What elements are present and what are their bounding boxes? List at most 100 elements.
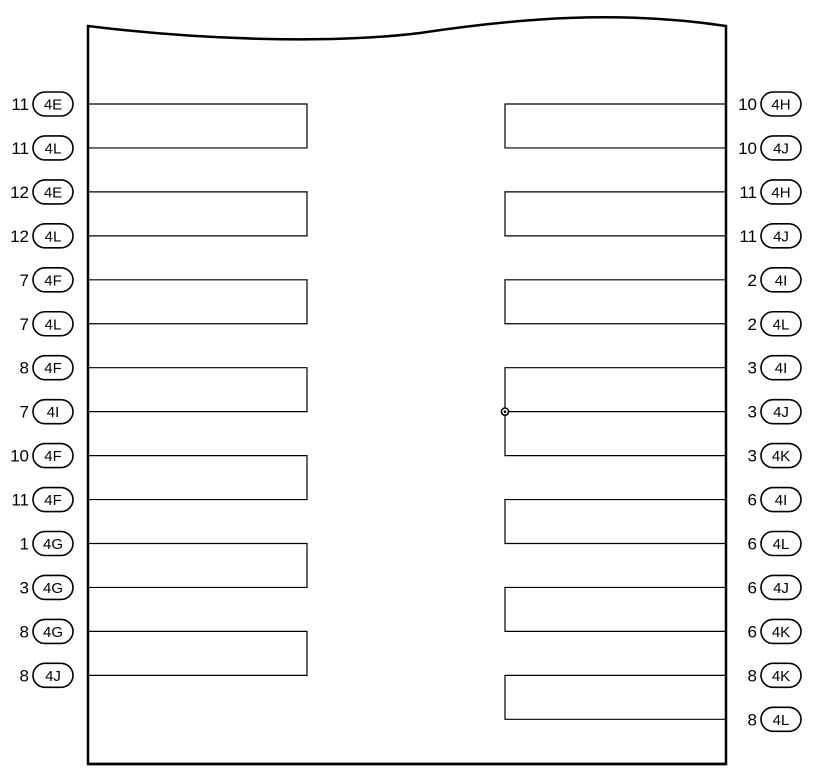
left-wire-loop [88, 367, 308, 413]
left-pin-label: 11 4L [11, 135, 74, 161]
pin-number: 8 [20, 359, 29, 378]
pin-number: 2 [748, 271, 757, 290]
connector-badge [32, 618, 74, 645]
wire-layer [88, 103, 726, 720]
frame-outline [86, 15, 728, 766]
pin-number: 11 [739, 227, 757, 246]
right-pin-label: 10 4J [738, 135, 802, 161]
connector-badge [760, 266, 802, 293]
pin-number: 8 [20, 622, 29, 641]
right-pin-label: 2 4I [748, 266, 802, 293]
pin-number: 7 [20, 271, 29, 290]
connector-id: 4I [775, 360, 788, 377]
pin-number: 10 [738, 95, 757, 114]
connector-id: 4I [775, 272, 788, 289]
left-pin-label: 3 4G [20, 574, 74, 601]
right-wire-loop [504, 279, 726, 325]
right-wire-loop [504, 103, 726, 149]
connector-id: 4L [45, 140, 62, 157]
connector-badge [760, 530, 802, 557]
pin-number: 10 [10, 447, 29, 466]
right-pin-label: 6 4L [748, 530, 802, 557]
connector-badge [760, 179, 802, 205]
connector-id: 4J [773, 228, 789, 245]
pin-number: 8 [20, 666, 29, 685]
connector-badge [760, 135, 802, 161]
connector-badge [32, 398, 74, 425]
right-wire-loop [504, 586, 726, 633]
connector-id: 4L [773, 712, 790, 729]
right-wire-loop [504, 191, 726, 237]
connector-badge [760, 618, 802, 645]
connector-badge [760, 91, 802, 117]
diagram-frame [86, 15, 728, 766]
right-wire-loop [504, 498, 726, 545]
connector-badge [32, 266, 74, 293]
connector-id: 4L [45, 228, 62, 245]
connector-id: 4F [44, 272, 62, 289]
pin-number: 12 [10, 227, 29, 246]
connector-id: 4J [773, 404, 789, 421]
pin-number: 6 [748, 535, 757, 554]
pin-number: 3 [20, 578, 29, 597]
connector-id: 4L [773, 536, 790, 553]
connector-id: 4I [47, 404, 60, 421]
pin-number: 12 [10, 183, 29, 202]
left-wire-loop [88, 103, 308, 149]
right-pin-label: 10 4H [738, 91, 802, 117]
connector-id: 4K [772, 668, 790, 685]
connector-id: 4G [43, 580, 63, 597]
right-wire-loop [504, 674, 726, 720]
pin-number: 11 [11, 95, 29, 114]
connector-id: 4L [773, 316, 790, 333]
connector-badge [760, 354, 802, 381]
connector-badge [32, 442, 74, 469]
connector-id: 4K [772, 624, 790, 641]
pin-number: 10 [738, 139, 757, 158]
connector-badge [760, 442, 802, 469]
left-wire-loop [88, 630, 308, 676]
pin-number: 11 [11, 139, 29, 158]
pin-number: 3 [748, 447, 757, 466]
pin-number: 6 [748, 491, 757, 510]
connector-id: 4H [771, 184, 790, 201]
connector-id: 4H [771, 97, 790, 114]
connector-id: 4E [44, 184, 62, 201]
pin-number: 7 [20, 403, 29, 422]
pin-number: 6 [748, 622, 757, 641]
right-pin-label: 2 4L [748, 310, 802, 337]
connector-id: 4J [773, 140, 789, 157]
connector-badge [760, 310, 802, 337]
connector-id: 4J [773, 580, 789, 597]
connector-badge [32, 662, 74, 689]
right-pin-label: 6 4K [748, 618, 802, 645]
pin-number: 2 [748, 315, 757, 334]
right-pin-label: 11 4J [739, 223, 802, 249]
left-pin-label: 7 4F [20, 266, 74, 293]
left-pin-label: 7 4I [20, 398, 74, 425]
connector-badge [760, 398, 802, 425]
connector-id: 4K [772, 448, 790, 465]
connector-badge [760, 574, 802, 601]
connector-id: 4I [775, 492, 788, 509]
pin-number: 3 [748, 359, 757, 378]
connector-badge [32, 574, 74, 601]
connector-badge [32, 310, 74, 337]
pin-number: 7 [20, 315, 29, 334]
pin-number: 11 [11, 491, 29, 510]
left-wire-loop [88, 455, 308, 501]
